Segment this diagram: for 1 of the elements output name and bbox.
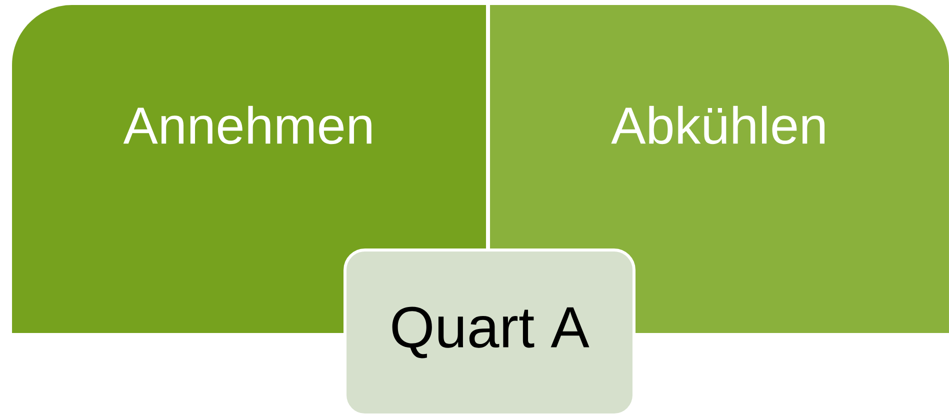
center-box: Quart A (344, 248, 636, 416)
